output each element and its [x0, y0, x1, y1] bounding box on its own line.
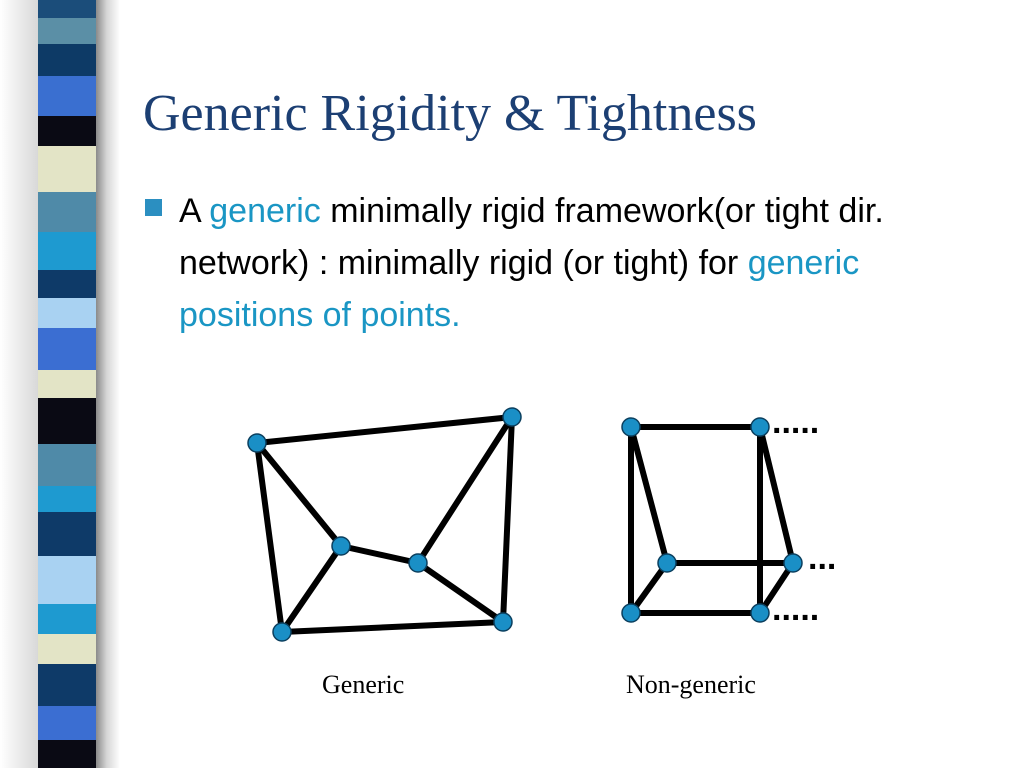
nongeneric-node — [657, 553, 677, 573]
bullet-highlight-positions: generic positions of points. — [179, 244, 860, 334]
nongeneric-edge — [628, 424, 670, 566]
generic-node — [272, 622, 292, 642]
sidebar-stripe — [38, 146, 96, 192]
nongeneric-node — [750, 603, 770, 623]
nongeneric-node — [750, 417, 770, 437]
bullet-highlight-generic: generic — [209, 192, 321, 230]
generic-edge — [254, 440, 344, 549]
sidebar-stripe — [38, 512, 96, 556]
nongeneric-caption: Non-generic — [626, 670, 756, 699]
nongeneric-edge — [757, 424, 796, 566]
sidebar-stripe — [38, 0, 96, 18]
sidebar-stripe — [38, 298, 96, 328]
sidebar-stripe — [38, 634, 96, 664]
generic-edge — [279, 619, 506, 635]
nongeneric-edge — [757, 560, 796, 616]
sidebar-stripe — [38, 116, 96, 146]
decorative-sidebar — [0, 0, 120, 768]
sidebar-stripe — [38, 44, 96, 76]
nongeneric-node — [621, 603, 641, 623]
sidebar-stripe — [38, 740, 96, 768]
sidebar-stripe — [38, 370, 96, 398]
generic-edge — [500, 414, 515, 625]
generic-edge — [415, 414, 515, 566]
nongeneric-node — [621, 417, 641, 437]
sidebar-stripe — [38, 706, 96, 740]
generic-node — [502, 407, 522, 427]
generic-node — [493, 612, 513, 632]
sidebar-stripe — [38, 18, 96, 44]
sidebar-stripe — [38, 328, 96, 370]
generic-framework-diagram — [247, 407, 522, 642]
bullet-text-part1: A — [179, 192, 210, 230]
sidebar-stripe — [38, 664, 96, 706]
sidebar-stripes — [38, 0, 96, 768]
sidebar-stripe — [38, 192, 96, 232]
generic-edge — [338, 543, 421, 566]
sidebar-stripe — [38, 232, 96, 270]
slide-title: Generic Rigidity & Tightness — [143, 85, 757, 142]
generic-edge — [254, 440, 285, 635]
sidebar-shadow — [96, 0, 120, 768]
generic-edge — [415, 560, 506, 625]
generic-node — [408, 553, 428, 573]
square-bullet-icon — [145, 199, 162, 216]
bullet-text: A generic minimally rigid framework(or t… — [179, 185, 979, 341]
generic-edge — [279, 543, 344, 635]
sidebar-stripe — [38, 76, 96, 116]
sidebar-gradient-strip — [0, 0, 38, 768]
nongeneric-edge — [628, 560, 670, 616]
sidebar-stripe — [38, 604, 96, 634]
generic-caption: Generic — [322, 670, 405, 699]
sidebar-stripe — [38, 556, 96, 604]
dots-bottom: ..... — [772, 590, 819, 628]
sidebar-stripe — [38, 270, 96, 298]
nongeneric-node — [783, 553, 803, 573]
generic-node — [247, 433, 267, 453]
nongeneric-framework-diagram — [621, 417, 803, 623]
dots-top: ..... — [772, 403, 819, 441]
dots-middle: ... — [808, 539, 836, 577]
generic-edge — [254, 414, 515, 446]
sidebar-stripe — [38, 398, 96, 444]
sidebar-stripe — [38, 444, 96, 486]
bullet-text-part2: minimally rigid framework(or tight dir. … — [179, 192, 884, 282]
sidebar-stripe — [38, 486, 96, 512]
generic-node — [331, 536, 351, 556]
